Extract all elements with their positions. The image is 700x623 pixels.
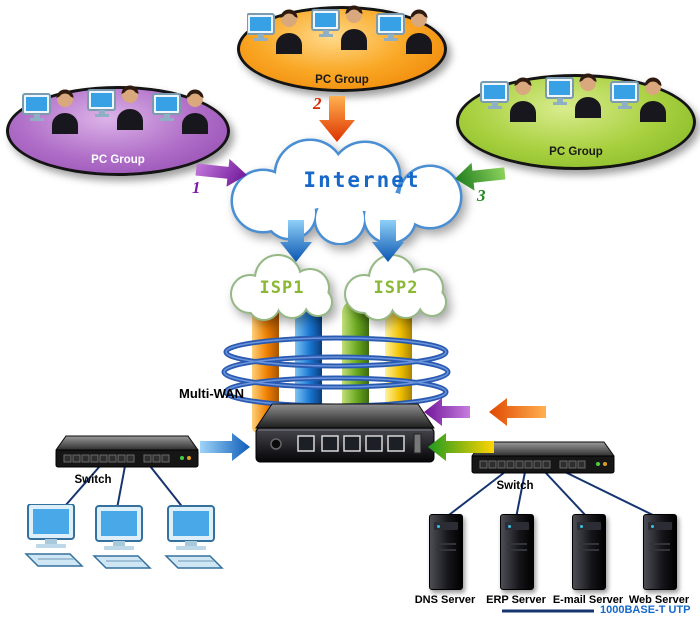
server-led <box>651 525 654 528</box>
server-vent <box>436 543 456 545</box>
server-vent <box>436 549 456 551</box>
server-bezel <box>648 522 672 530</box>
pc-group-top: PC Group <box>237 4 447 92</box>
isp2-cloud <box>344 254 447 321</box>
person-at-pc-icon <box>311 4 368 51</box>
pc-group-right: PC Group <box>456 72 696 170</box>
switch-right <box>471 441 615 474</box>
server-vent <box>579 543 599 545</box>
server-bezel <box>577 522 601 530</box>
multi-wan-label: Multi-WAN <box>179 386 244 401</box>
server-vent <box>579 549 599 551</box>
person-at-pc-icon <box>22 88 79 135</box>
switch-3d-body <box>471 441 615 474</box>
client-pcs <box>25 504 223 569</box>
email-server <box>572 514 606 590</box>
server-bezel <box>434 522 458 530</box>
switch-left <box>55 435 199 468</box>
web-server <box>643 514 677 590</box>
person-at-pc-icon <box>87 84 144 131</box>
multi-wan-rings <box>221 335 451 409</box>
pc-group-right-people <box>480 72 667 123</box>
pc-group-top-label: PC Group <box>315 74 369 86</box>
legend-label: 1000BASE-T UTP <box>600 604 691 616</box>
server-led <box>437 525 440 528</box>
person-at-pc-icon <box>610 76 667 123</box>
server-vent <box>650 543 670 545</box>
server-vent <box>650 549 670 551</box>
server-led <box>508 525 511 528</box>
server-vent <box>507 543 527 545</box>
dns-server-label: DNS Server <box>414 594 476 606</box>
link-switch-email <box>544 471 589 519</box>
isp1-label: ISP1 <box>259 278 305 298</box>
person-at-pc-icon <box>247 8 303 55</box>
server-led <box>580 525 583 528</box>
desktop-pc-icon <box>165 505 223 569</box>
server-vent <box>507 549 527 551</box>
dns-server <box>429 514 463 590</box>
person-at-pc-icon <box>545 72 602 119</box>
email-server-label: E-mail Server <box>552 594 624 606</box>
multi-wan-router <box>255 403 435 463</box>
link-switch-erp <box>515 471 526 519</box>
pc-group-left-people <box>22 84 209 135</box>
erp-server <box>500 514 534 590</box>
pc-group-left-label: PC Group <box>91 154 145 166</box>
internet-label: Internet <box>303 168 421 192</box>
link-switch-dns <box>444 471 506 519</box>
person-at-pc-icon <box>152 88 209 135</box>
step1-label: 1 <box>192 178 201 197</box>
switch-3d-body <box>55 435 199 468</box>
web-server-label: Web Server <box>628 594 690 606</box>
erp-server-label: ERP Server <box>486 594 546 606</box>
person-at-pc-icon <box>480 76 537 123</box>
isp1-cloud <box>230 254 333 321</box>
link-switch-web <box>564 471 660 519</box>
switch-right-label: Switch <box>496 480 534 492</box>
desktop-pc-icon <box>25 504 83 567</box>
server-bezel <box>505 522 529 530</box>
pc-group-top-people <box>247 4 433 55</box>
desktop-pc-icon <box>93 505 151 569</box>
switch-left-label: Switch <box>74 474 112 486</box>
person-at-pc-icon <box>376 8 433 55</box>
isp2-label: ISP2 <box>373 278 419 298</box>
step3-label: 3 <box>477 186 486 205</box>
pc-group-right-label: PC Group <box>549 146 603 158</box>
step2-label: 2 <box>313 94 322 113</box>
pc-group-left: PC Group <box>6 84 230 176</box>
